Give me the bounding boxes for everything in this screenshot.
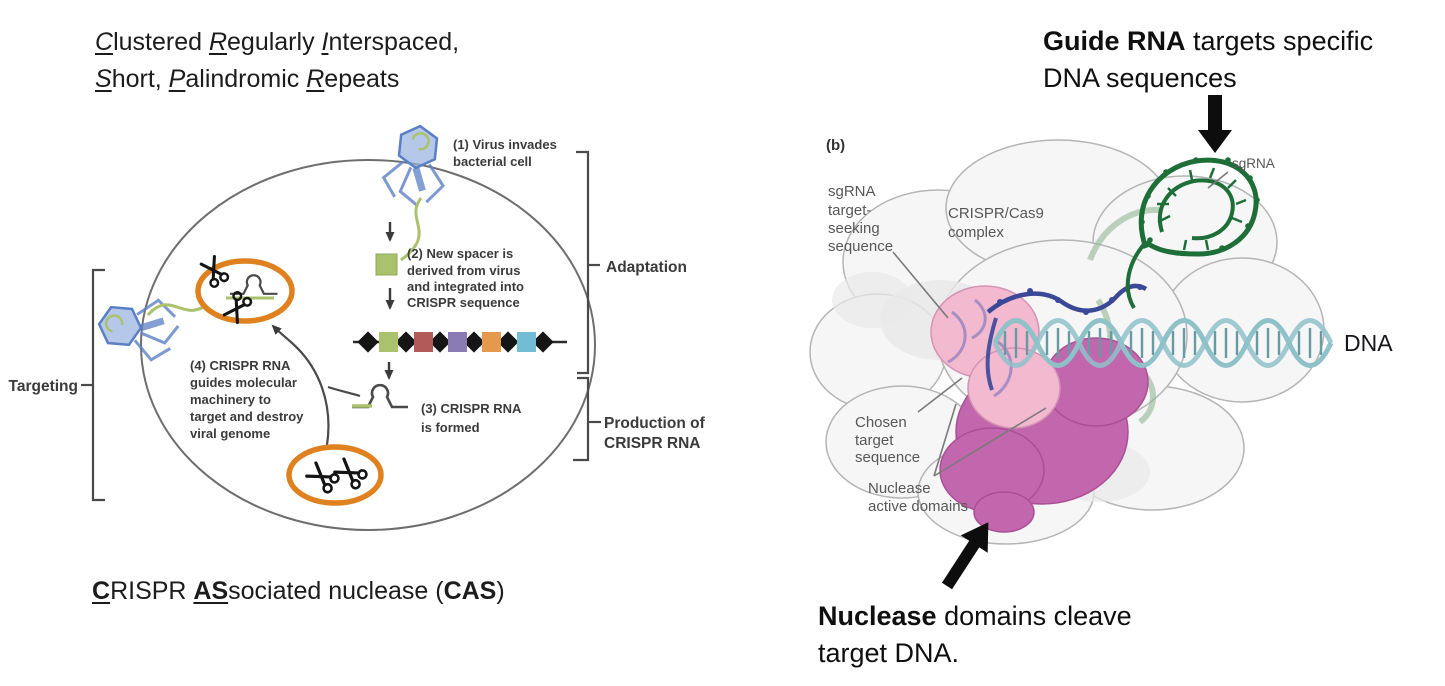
guide-curved-arrow — [271, 324, 330, 446]
annotation-text: targets specific — [1185, 26, 1374, 56]
nuclease-label-line1: Nuclease — [868, 480, 931, 497]
production-bracket — [573, 376, 590, 462]
step1-label-line2: bacterial cell — [453, 154, 532, 169]
nuclease-annotation-line1: Nuclease domains cleave — [818, 598, 1132, 635]
title-text: epeats — [324, 65, 400, 93]
title-initial: P — [168, 65, 186, 93]
spacer-square-purple — [448, 332, 467, 352]
dna-helix — [992, 318, 1334, 368]
slide-title: Clustered Regularly Interspaced, Short, … — [95, 24, 459, 98]
repeat-diamond — [357, 331, 379, 353]
nuclease-label-line2: active domains — [868, 498, 968, 515]
production-label-line2: CRISPR RNA — [604, 435, 700, 452]
title-text: lustered — [113, 28, 209, 56]
adaptation-bracket — [576, 150, 590, 375]
leader-lines — [892, 171, 1229, 477]
guide-rna-annotation-line1: Guide RNA targets specific — [1043, 23, 1373, 60]
seek-label-line2: target- — [828, 202, 871, 219]
title-text: hort, — [111, 65, 169, 93]
complex-label-line2: complex — [948, 224, 1004, 241]
viral-genome-strand — [400, 197, 423, 262]
complex-label-line1: CRISPR/Cas9 — [948, 205, 1044, 222]
bacteriophage-icon — [381, 123, 449, 208]
crispr-rna-hairpin-icon — [350, 383, 410, 409]
cas-crispr-rna-complex — [195, 254, 295, 325]
nuclease-domain-blob — [939, 337, 1149, 533]
step4-label-line2: guides molecular — [190, 375, 297, 390]
targeting-label: Targeting — [9, 378, 78, 395]
step3-label-line1: (3) CRISPR RNA — [421, 401, 522, 416]
title-initial: R — [306, 65, 325, 93]
cas9-structure-figure: (b) sgRNA sgRNA target- seeking sequence… — [809, 95, 1393, 590]
title-initial: C — [95, 28, 114, 56]
caption-text: sociated nuclease ( — [228, 577, 444, 605]
chosen-label-line3: sequence — [855, 449, 920, 466]
dna-label: DNA — [1344, 330, 1393, 356]
panel-letter-label: (b) — [826, 137, 845, 154]
spacer-square-orange — [482, 332, 501, 352]
step2-label-line1: (2) New spacer is — [407, 246, 513, 261]
annotation-bold: Guide RNA — [1043, 26, 1186, 56]
dna-strand — [992, 318, 1334, 368]
sgrna-label: sgRNA — [1232, 156, 1275, 171]
title-initial: S — [95, 65, 112, 93]
crispr-mechanism-figure: Adaptation Production of CRISPR RNA Targ… — [9, 95, 706, 531]
slide-title-line2: Short, Palindromic Repeats — [95, 61, 459, 98]
production-label-line1: Production of — [604, 415, 706, 432]
annotation-text: domains cleave — [936, 601, 1132, 631]
target-dna-ribbon — [947, 298, 1013, 398]
step4-label-line1: (4) CRISPR RNA — [190, 358, 291, 373]
cas-nuclease-complex — [286, 444, 384, 506]
slide-title-line1: Clustered Regularly Interspaced, — [95, 24, 459, 61]
title-text: nterspaced, — [328, 28, 460, 56]
crispr-array — [353, 331, 567, 353]
caption-bold-initial: AS — [193, 577, 229, 605]
targeting-bracket — [91, 268, 105, 502]
step2-label-line2: derived from virus — [407, 263, 520, 278]
guide-rna-annotation-line2: DNA sequences — [1043, 63, 1237, 93]
caption-bold-initial: C — [92, 577, 111, 605]
guide-rna-annotation: Guide RNA targets specific DNA sequences — [1043, 23, 1373, 97]
step2-label-line4: CRISPR sequence — [407, 295, 520, 310]
step4-label-line4: target and destroy — [190, 409, 304, 424]
title-initial: R — [208, 28, 228, 56]
repeat-diamond — [532, 331, 554, 353]
spacer-square-green — [379, 332, 398, 352]
seek-label-line4: sequence — [828, 238, 893, 255]
bacterial-cell-membrane — [140, 159, 596, 531]
cas-caption: CRISPR ASsociated nuclease (CAS) — [92, 577, 505, 606]
chosen-label-line1: Chosen — [855, 414, 907, 431]
step2-label-line3: and integrated into — [407, 279, 524, 294]
annotation-bold: Nuclease — [818, 601, 937, 631]
title-initial: I — [321, 28, 329, 56]
nuclease-pointer-arrow — [941, 522, 989, 590]
spacer-square-blue — [517, 332, 536, 352]
guide-arrow-branch — [327, 385, 361, 398]
repeat-diamond — [395, 331, 417, 353]
title-text: alindromic — [185, 65, 307, 93]
step4-label-line5: viral genome — [190, 426, 270, 441]
title-text: egularly — [227, 28, 322, 56]
dna-rungs — [1003, 328, 1323, 358]
new-spacer-square — [375, 253, 398, 276]
step1-label-line1: (1) Virus invades — [453, 137, 557, 152]
nuclease-annotation: Nuclease domains cleave target DNA. — [818, 598, 1132, 672]
sgrna-loop — [1125, 157, 1260, 310]
guide-rna-pointer-arrow — [1198, 95, 1232, 153]
caption-bold-text: CAS — [443, 577, 497, 605]
step3-label-line2: is formed — [421, 420, 480, 435]
seek-label-line3: seeking — [828, 220, 880, 237]
seek-label-line1: sgRNA — [828, 183, 876, 200]
step4-label-line3: machinery to — [190, 392, 271, 407]
caption-text: RISPR — [110, 577, 194, 605]
adaptation-label: Adaptation — [606, 259, 687, 276]
chosen-label-line2: target — [855, 432, 894, 449]
nuclease-annotation-line2: target DNA. — [818, 638, 960, 668]
spacer-square-red — [414, 332, 433, 352]
caption-text: ) — [496, 577, 505, 605]
